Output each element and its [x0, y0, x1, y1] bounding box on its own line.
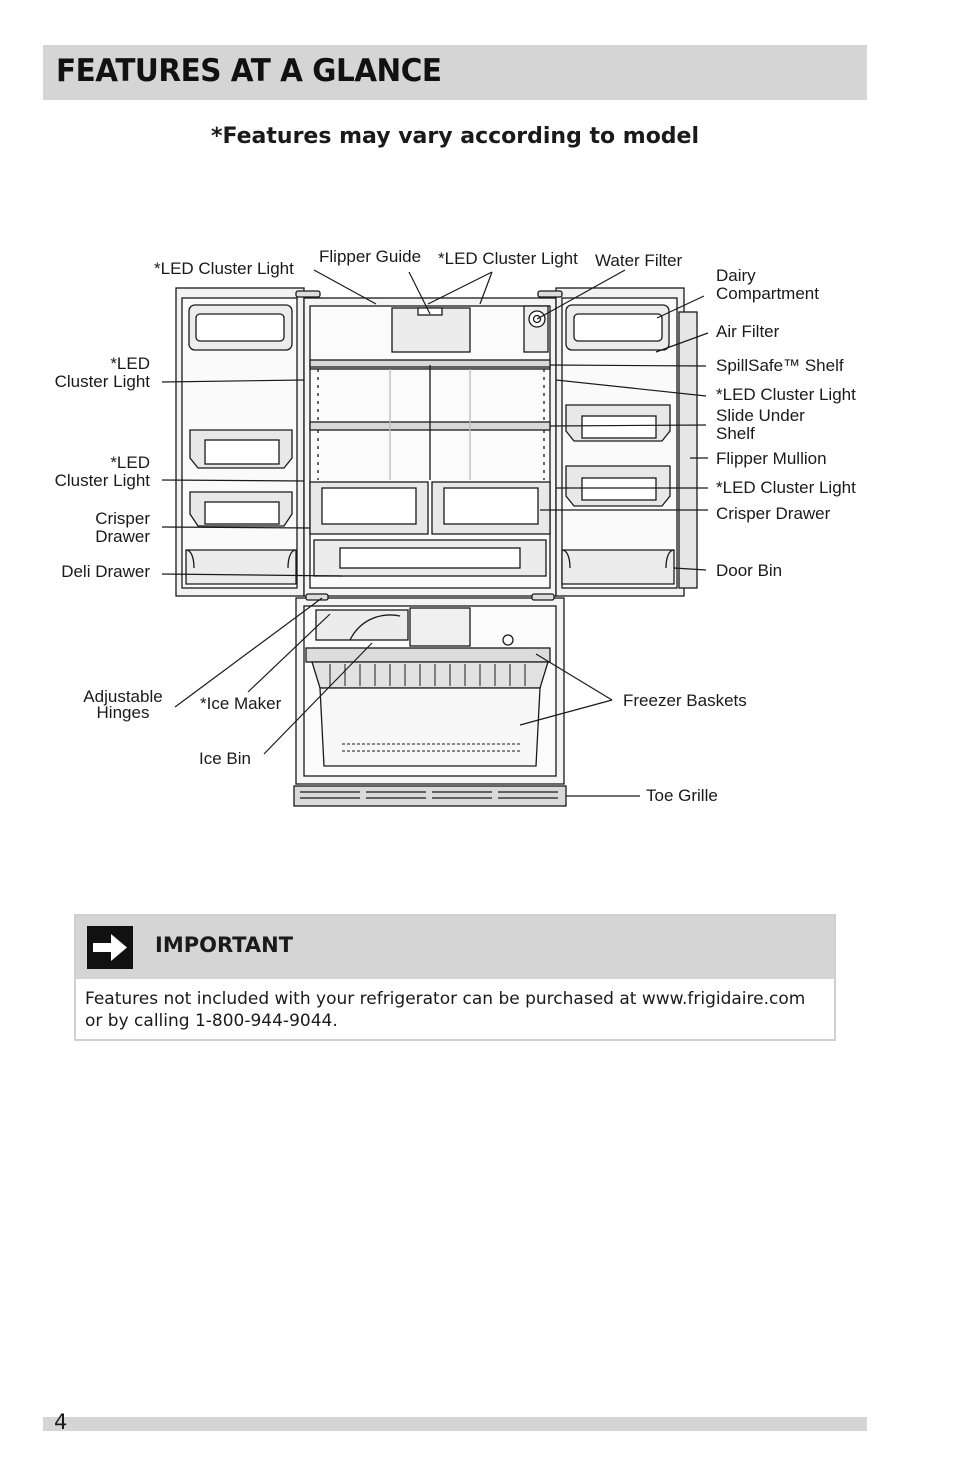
label-toe-grille: Toe Grille — [646, 786, 718, 805]
arrow-right-icon — [87, 926, 133, 969]
label-led-left-1b: Cluster Light — [55, 372, 151, 391]
label-hinges-2: Hinges — [97, 703, 150, 722]
label-led-top-left: *LED Cluster Light — [154, 259, 294, 278]
label-water-filter: Water Filter — [595, 251, 683, 270]
label-led-top-center: *LED Cluster Light — [438, 249, 578, 268]
label-air-filter: Air Filter — [716, 322, 780, 341]
left-door-bin-3 — [185, 549, 297, 585]
label-slide-under-line1: Slide Under — [716, 406, 805, 425]
label-crisper-right: Crisper Drawer — [716, 504, 831, 523]
footer-bar — [43, 1417, 867, 1431]
label-door-bin: Door Bin — [716, 561, 782, 580]
label-led-left-1a: *LED — [110, 354, 150, 373]
label-freezer-baskets: Freezer Baskets — [623, 691, 747, 710]
right-door-bin-3 — [561, 549, 675, 585]
label-led-left-2b: Cluster Light — [55, 471, 151, 490]
label-ice-bin: Ice Bin — [199, 749, 251, 768]
freezer-basket-upper — [305, 647, 551, 663]
page-subtitle: *Features may vary according to model — [210, 124, 700, 149]
label-dairy-line1: Dairy — [716, 266, 756, 285]
label-slide-under-line2: Shelf — [716, 424, 755, 443]
label-dairy-line2: Compartment — [716, 284, 819, 303]
label-ice-maker: *Ice Maker — [200, 694, 282, 713]
callout-labels: *LED Cluster Light Flipper Guide *LED Cl… — [55, 247, 857, 805]
label-led-right-1: *LED Cluster Light — [716, 385, 856, 404]
upper-hinge — [295, 290, 321, 298]
label-flipper-guide: Flipper Guide — [319, 247, 421, 266]
page-title: FEATURES AT A GLANCE — [56, 53, 442, 89]
page-number: 4 — [54, 1410, 68, 1434]
label-deli-drawer: Deli Drawer — [61, 562, 150, 581]
refrigerator-illustration — [175, 287, 698, 807]
label-led-left-2a: *LED — [110, 453, 150, 472]
label-crisper-left-1: Crisper — [95, 509, 150, 528]
leader-lines — [161, 269, 709, 797]
toe-grille-part — [293, 785, 567, 807]
label-crisper-left-2: Drawer — [95, 527, 150, 546]
flipper-mullion-part — [678, 311, 698, 589]
freezer-basket-lower — [311, 661, 549, 689]
label-led-right-2: *LED Cluster Light — [716, 478, 856, 497]
important-title: IMPORTANT — [155, 933, 294, 957]
label-spillsafe-shelf: SpillSafe™ Shelf — [716, 356, 844, 375]
label-flipper-mullion: Flipper Mullion — [716, 449, 827, 468]
lower-hinge — [305, 593, 329, 601]
important-header: IMPORTANT — [76, 916, 834, 979]
ice-bin-part — [409, 607, 471, 647]
important-notice: IMPORTANT Features not included with you… — [74, 914, 836, 1041]
label-hinges-1: Adjustable — [83, 687, 162, 706]
header-bar: FEATURES AT A GLANCE — [43, 45, 867, 100]
important-body: Features not included with your refriger… — [85, 989, 806, 1031]
